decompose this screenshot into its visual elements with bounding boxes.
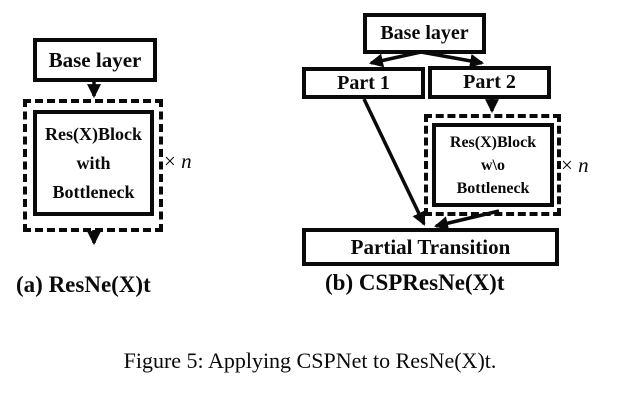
diagram-a-caption: (a) ResNe(X)t [16,272,151,297]
part2-label: Part 2 [463,71,516,93]
diagram-b-caption: (b) CSPResNe(X)t [325,270,505,295]
box-base-layer-a: Base layer [33,38,157,82]
arrow-b-part1-to-transition [362,98,426,226]
box-part1: Part 1 [302,67,425,99]
resx-block-b-line3: Bottleneck [456,179,530,197]
box-resx-block-a: Res(X)Block with Bottleneck [33,110,154,216]
box-base-layer-b: Base layer [363,13,486,54]
part1-label: Part 1 [337,71,390,94]
box-part2: Part 2 [428,66,551,99]
base-layer-label-b: Base layer [380,22,469,44]
resx-block-a-line2: with [76,152,111,173]
repeat-multiplier-b: × n [561,153,589,178]
resx-block-b-line1: Res(X)Block [449,133,537,151]
figure-caption: Figure 5: Applying CSPNet to ResNe(X)t. [123,348,497,373]
resx-block-a-line1: Res(X)Block [45,123,142,144]
repeat-multiplier-a: × n [164,149,192,174]
resx-block-b-line2: w\o [481,156,505,174]
n-symbol-a: n [181,149,192,173]
box-resx-block-b: Res(X)Block w\o Bottleneck [432,123,554,207]
times-symbol-a: × [164,149,176,173]
times-symbol-b: × [561,153,573,177]
partial-transition-label: Partial Transition [350,234,511,259]
resx-block-a-line3: Bottleneck [52,181,135,202]
box-partial-transition: Partial Transition [302,228,559,266]
n-symbol-b: n [578,153,589,177]
base-layer-label-a: Base layer [48,47,142,72]
